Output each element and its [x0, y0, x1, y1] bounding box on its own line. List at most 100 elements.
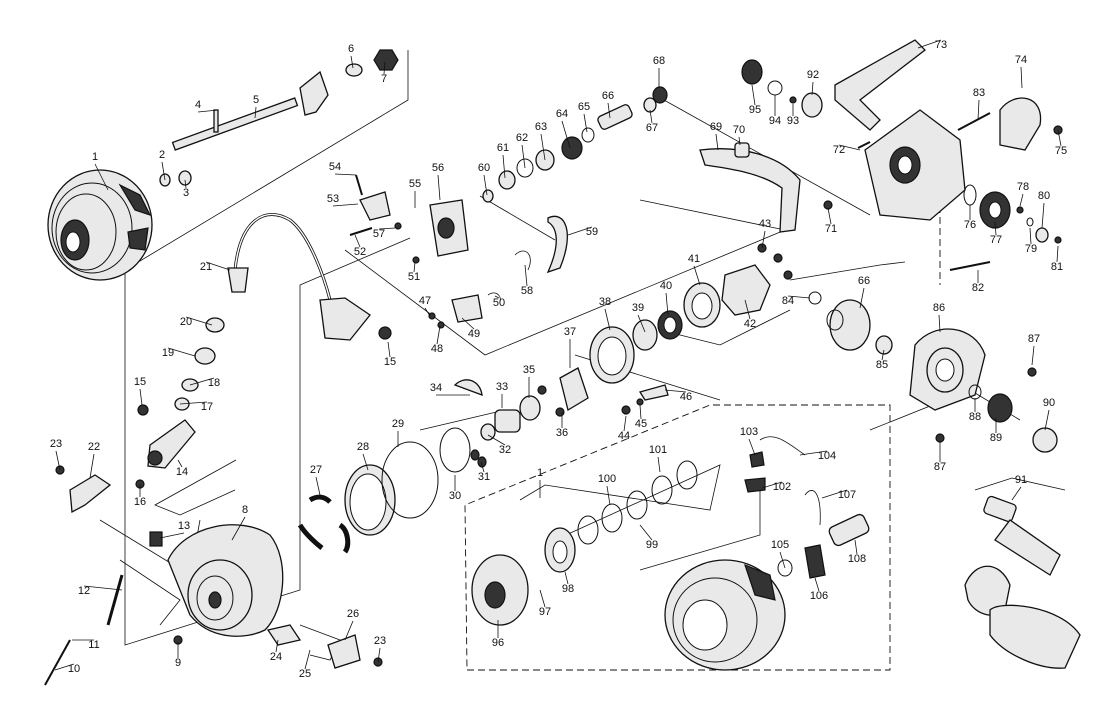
spare-spool-assembly [471, 436, 870, 671]
callout-leader-c107 [821, 489, 848, 499]
callout-label-c1b: 1 [537, 467, 543, 479]
callout-leader-c12 [83, 585, 123, 591]
callout-leader-c46 [664, 389, 687, 393]
callout-leader-c66a [607, 102, 611, 119]
callout-label-c107: 107 [838, 489, 856, 501]
callout-leader-c42 [744, 299, 751, 320]
callout-label-c10: 10 [68, 663, 80, 675]
callout-label-c34: 34 [430, 382, 442, 394]
callout-leader-c70 [738, 136, 741, 146]
callout-leader-c75 [1057, 129, 1062, 147]
callout-leader-c87a [1031, 345, 1035, 366]
callout-leader-c7 [383, 61, 386, 75]
callout-leader-c53 [332, 203, 359, 207]
callout-leader-c4 [197, 109, 219, 113]
callout-label-c99: 99 [646, 539, 658, 551]
callout-label-c1a: 1 [92, 151, 98, 163]
callout-label-c86: 86 [933, 302, 945, 314]
rotor-body [44, 524, 383, 686]
callout-label-c3: 3 [183, 187, 189, 199]
callout-label-c87b: 87 [934, 461, 946, 473]
callout-label-c80: 80 [1038, 190, 1050, 202]
callout-leader-c17 [179, 401, 208, 405]
callout-label-c31: 31 [478, 471, 490, 483]
callout-label-c70: 70 [733, 124, 745, 136]
callout-label-c16: 16 [134, 496, 146, 508]
callout-leader-c78 [1019, 193, 1024, 207]
callout-label-c71: 71 [825, 223, 837, 235]
callout-leader-c77 [994, 221, 997, 236]
callout-label-c93: 93 [787, 115, 799, 127]
callout-label-c54: 54 [329, 161, 341, 173]
callout-label-c78: 78 [1017, 181, 1029, 193]
callout-leader-c92 [811, 81, 814, 96]
callout-label-c89: 89 [990, 432, 1002, 444]
callout-label-c98: 98 [562, 583, 574, 595]
callout-leader-c64 [561, 120, 571, 149]
callout-label-c12: 12 [78, 585, 90, 597]
callout-leader-c67 [649, 109, 653, 124]
callout-leader-c1a [94, 163, 109, 191]
callout-label-c55: 55 [409, 178, 421, 190]
callout-label-c59: 59 [586, 226, 598, 238]
callout-label-c41: 41 [688, 253, 700, 265]
callout-label-c53: 53 [327, 193, 339, 205]
callout-leader-c43 [761, 230, 766, 249]
callout-leader-c38 [604, 308, 611, 331]
callout-label-c47: 47 [419, 295, 431, 307]
callout-label-c101: 101 [649, 444, 667, 456]
callout-label-c103: 103 [740, 426, 758, 438]
callout-label-c18: 18 [208, 377, 220, 389]
callout-label-c66a: 66 [602, 90, 614, 102]
callout-label-c105: 105 [771, 539, 789, 551]
callout-leader-c56 [437, 174, 441, 201]
callout-leader-c58 [524, 264, 528, 287]
callout-leader-c61 [502, 154, 506, 179]
callout-label-c15b: 15 [384, 356, 396, 368]
callout-leader-c84 [787, 295, 811, 299]
callout-label-c35: 35 [523, 364, 535, 376]
callout-leader-c28 [362, 453, 369, 471]
callout-label-c29: 29 [392, 418, 404, 430]
callout-leader-c102 [761, 481, 783, 489]
callout-label-c83: 83 [973, 87, 985, 99]
callout-label-c108: 108 [848, 553, 866, 565]
callout-label-c74: 74 [1015, 54, 1027, 66]
callout-leader-c100 [606, 485, 611, 506]
callout-leader-c25 [304, 649, 311, 670]
callout-label-c22: 22 [88, 441, 100, 453]
pinion-stack [453, 243, 793, 441]
callout-label-c79: 79 [1025, 243, 1037, 255]
callout-label-c97: 97 [539, 606, 551, 618]
callout-label-c64: 64 [556, 108, 568, 120]
callout-label-c7: 7 [381, 73, 387, 85]
callout-label-c72: 72 [833, 144, 845, 156]
callout-label-c4: 4 [195, 99, 201, 111]
handle [964, 495, 1081, 669]
callout-leader-c22 [89, 453, 95, 479]
callout-label-c46: 46 [680, 391, 692, 403]
callout-label-c13: 13 [178, 520, 190, 532]
callout-label-c92: 92 [807, 69, 819, 81]
callout-leader-c80 [1041, 202, 1045, 229]
callout-label-c68: 68 [653, 55, 665, 67]
callout-label-c23b: 23 [374, 635, 386, 647]
callout-label-c102: 102 [773, 481, 791, 493]
callout-leader-c51 [413, 261, 416, 273]
callout-leader-c69 [715, 133, 719, 151]
callout-label-c63: 63 [535, 121, 547, 133]
callout-label-c2: 2 [159, 149, 165, 161]
callout-leader-c91 [1011, 486, 1022, 501]
body-housing [699, 39, 1063, 271]
callout-leader-c101 [657, 456, 661, 473]
callout-label-c85: 85 [876, 359, 888, 371]
drive-gear-parts [808, 291, 1058, 453]
callout-label-c52: 52 [354, 246, 366, 258]
callout-label-c95: 95 [749, 104, 761, 116]
callout-leader-c83 [977, 99, 980, 121]
callout-label-c25: 25 [299, 668, 311, 680]
callout-label-c36: 36 [556, 427, 568, 439]
callout-label-c58: 58 [521, 285, 533, 297]
